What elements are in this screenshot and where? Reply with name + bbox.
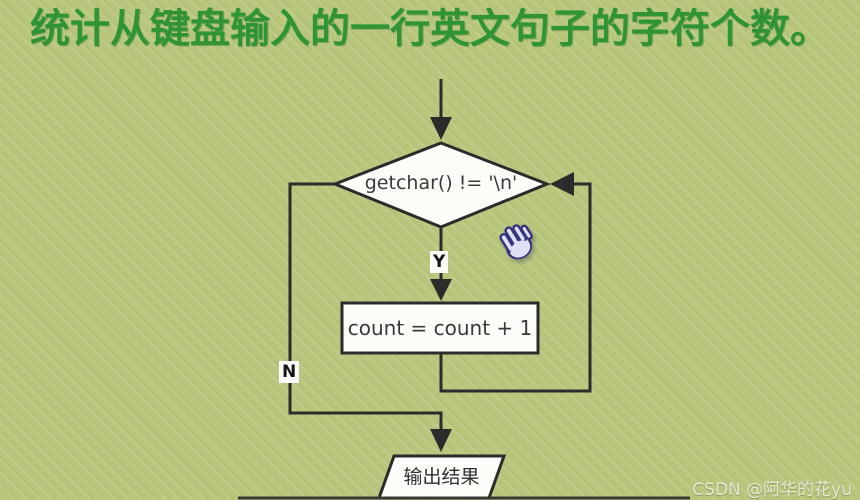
decision-diamond-shape — [330, 141, 552, 229]
no-branch-label: N — [279, 361, 300, 383]
yes-branch-label: Y — [430, 251, 449, 273]
watermark: CSDN @阿华的花yu — [692, 480, 852, 500]
no-branch-connector — [288, 182, 443, 431]
loop-back-connector — [439, 182, 592, 393]
hand-pointer-icon — [499, 224, 533, 260]
process-box-shape — [340, 301, 540, 355]
loop-arrowhead-icon — [550, 172, 574, 196]
process-label: count = count + 1 — [347, 316, 533, 340]
process-arrowhead-icon — [430, 279, 452, 301]
output-label: 输出结果 — [403, 466, 480, 488]
decision-label: getchar() != '\n' — [364, 172, 518, 194]
entry-arrowhead-icon — [430, 117, 452, 140]
output-arrowhead-icon — [430, 429, 452, 452]
slide-title: 统计从键盘输入的一行英文句子的字符个数。 — [30, 5, 830, 52]
